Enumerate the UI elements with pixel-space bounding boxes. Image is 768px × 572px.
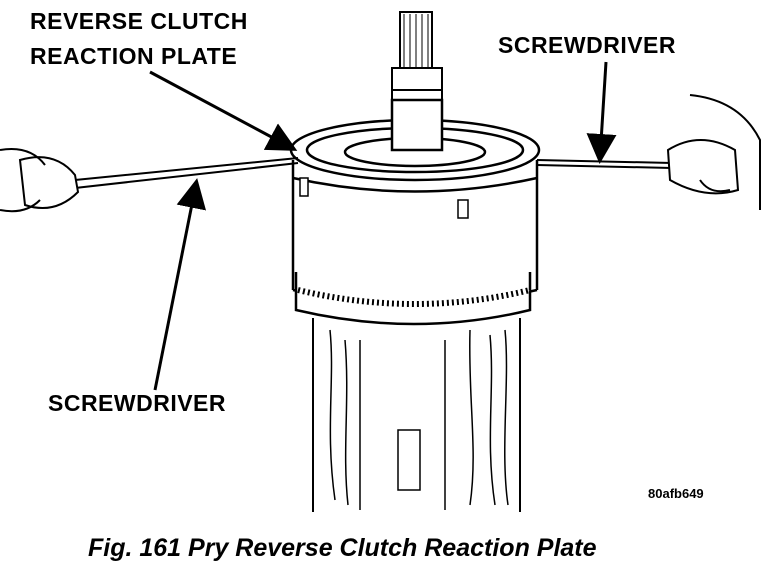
arrow-screwdriver-right xyxy=(586,61,617,164)
label-reaction-plate: REACTION PLATE xyxy=(30,43,238,69)
right-screwdriver xyxy=(536,94,761,210)
figure-code: 80afb649 xyxy=(648,486,704,501)
leader-arrows xyxy=(149,61,617,391)
arrow-screwdriver-left xyxy=(153,178,207,391)
label-screwdriver-left: SCREWDRIVER xyxy=(48,390,227,416)
clutch-housing xyxy=(289,98,541,326)
wood-block xyxy=(312,318,521,512)
label-screwdriver-right: SCREWDRIVER xyxy=(498,32,677,58)
label-reverse-clutch: REVERSE CLUTCH xyxy=(30,8,248,34)
figure-caption: Fig. 161 Pry Reverse Clutch Reaction Pla… xyxy=(88,534,597,562)
left-screwdriver xyxy=(0,148,299,213)
arrow-reaction-plate xyxy=(149,70,298,151)
